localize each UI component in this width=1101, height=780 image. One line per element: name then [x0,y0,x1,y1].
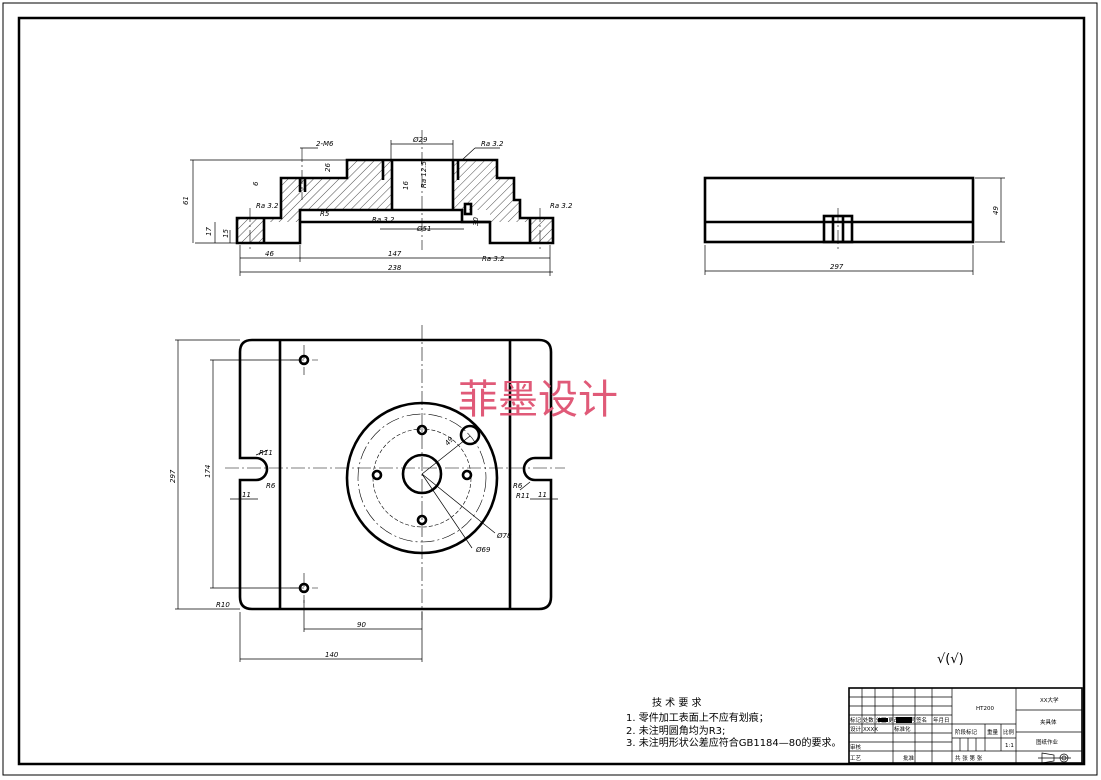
r5-label: R5 [320,210,330,218]
side-width-label: 297 [830,263,844,271]
tb-weight-label: 重量 [987,728,999,736]
ra-top-label: Ra 3.2 [481,140,504,148]
overall-height-label: 61 [182,196,190,205]
front-outline [235,158,555,245]
watermark: 菲墨设计 [458,377,618,423]
dia78-label: Ø78 [496,532,512,540]
ra-right-low-label: Ra 3.2 [482,255,505,263]
d16-label: 16 [402,181,410,190]
section-hatch-right [453,160,553,243]
tb-process: 工艺 [850,755,862,762]
ra-right-label: Ra 3.2 [550,202,573,210]
ra-bottom-label: Ra 3.2 [372,216,395,224]
r6-right-label: R6 [513,482,523,490]
projection-symbol-icon [1038,752,1071,764]
tech-item-2: 2. 未注明圆角均为R3; [626,724,725,737]
d11-left-label: 11 [242,491,251,499]
r10-label: R10 [216,601,230,609]
d90-label: 90 [357,621,366,629]
tb-standardized: 标准化 [894,725,911,733]
title-block: 标记 处数 分区 更改文件号 签名 年月日 设计 XXXX 标准化 审核 工艺 … [848,687,1083,764]
tb-company: XX大学 [1040,696,1059,704]
inner-frame [17,16,1086,766]
tech-title: 技 术 要 求 [652,696,702,709]
tb-review: 审核 [850,743,862,751]
front-section-view: 2-M6 Ø29 Ra 3.2 61 Ra 3.2 17 15 6 26 R5 … [182,130,573,276]
r6-left-label: R6 [266,482,276,490]
roughness-note: √(√) [937,652,964,667]
tb-approve: 批准 [903,754,915,762]
side-view: 49 297 [703,176,1005,275]
tb-part-name: 夹具体 [1040,718,1057,726]
dia69-label: Ø69 [475,546,491,554]
tb-design: 设计 [850,725,862,733]
plan-outline [238,338,553,611]
tb-drawing-no: 图纸作业 [1036,738,1059,746]
tech-item-3: 3. 未注明形状公差应符合GB1184—80的要求。 [626,736,842,749]
tb-scale-label: 比例 [1003,728,1015,736]
h17-label: 17 [205,227,213,236]
d11-right-label: 11 [538,491,547,499]
plan-height-297: 297 [169,469,177,483]
tb-signature: 签名 [916,716,927,724]
h15-label: 15 [222,229,230,238]
d140-label: 140 [325,651,339,659]
ra-left-label: Ra 3.2 [256,202,279,210]
r11-left-label: R11 [259,449,273,457]
tb-material: HT200 [976,706,994,712]
dia51-label: Ø51 [416,225,431,233]
tb-stage-label: 阶段标记 [955,728,978,736]
small6-label: 6 [252,181,260,186]
side-height-label: 49 [992,206,1000,215]
bore-dia-label: Ø29 [412,136,428,144]
w46-label: 46 [265,250,274,258]
d30-label: 30 [472,217,480,226]
small26-label: 26 [324,163,332,172]
w147-label: 147 [388,250,402,258]
section-hatch-left [237,160,392,243]
w238-label: 238 [388,264,402,272]
tech-item-1: 1. 零件加工表面上不应有划痕； [626,711,769,724]
tb-date: 年月日 [933,716,950,724]
tb-sheet-info: 共 张 第 张 [955,754,983,762]
tb-scale: 1:1 [1005,743,1014,749]
tech-requirements: 技 术 要 求 1. 零件加工表面上不应有划痕； 2. 未注明圆角均为R3; 3… [626,696,842,749]
ra12-label: Ra 12.5 [420,160,428,188]
plan-height-174: 174 [204,465,212,478]
plan-view: 297 174 R11 R6 11 R6 R11 11 R10 90 140 4… [169,325,565,662]
tb-designer: XXXX [863,727,878,733]
thread-label: 2-M6 [316,140,334,148]
d49-label: 49 [443,435,455,447]
r11-right-label: R11 [516,492,530,500]
